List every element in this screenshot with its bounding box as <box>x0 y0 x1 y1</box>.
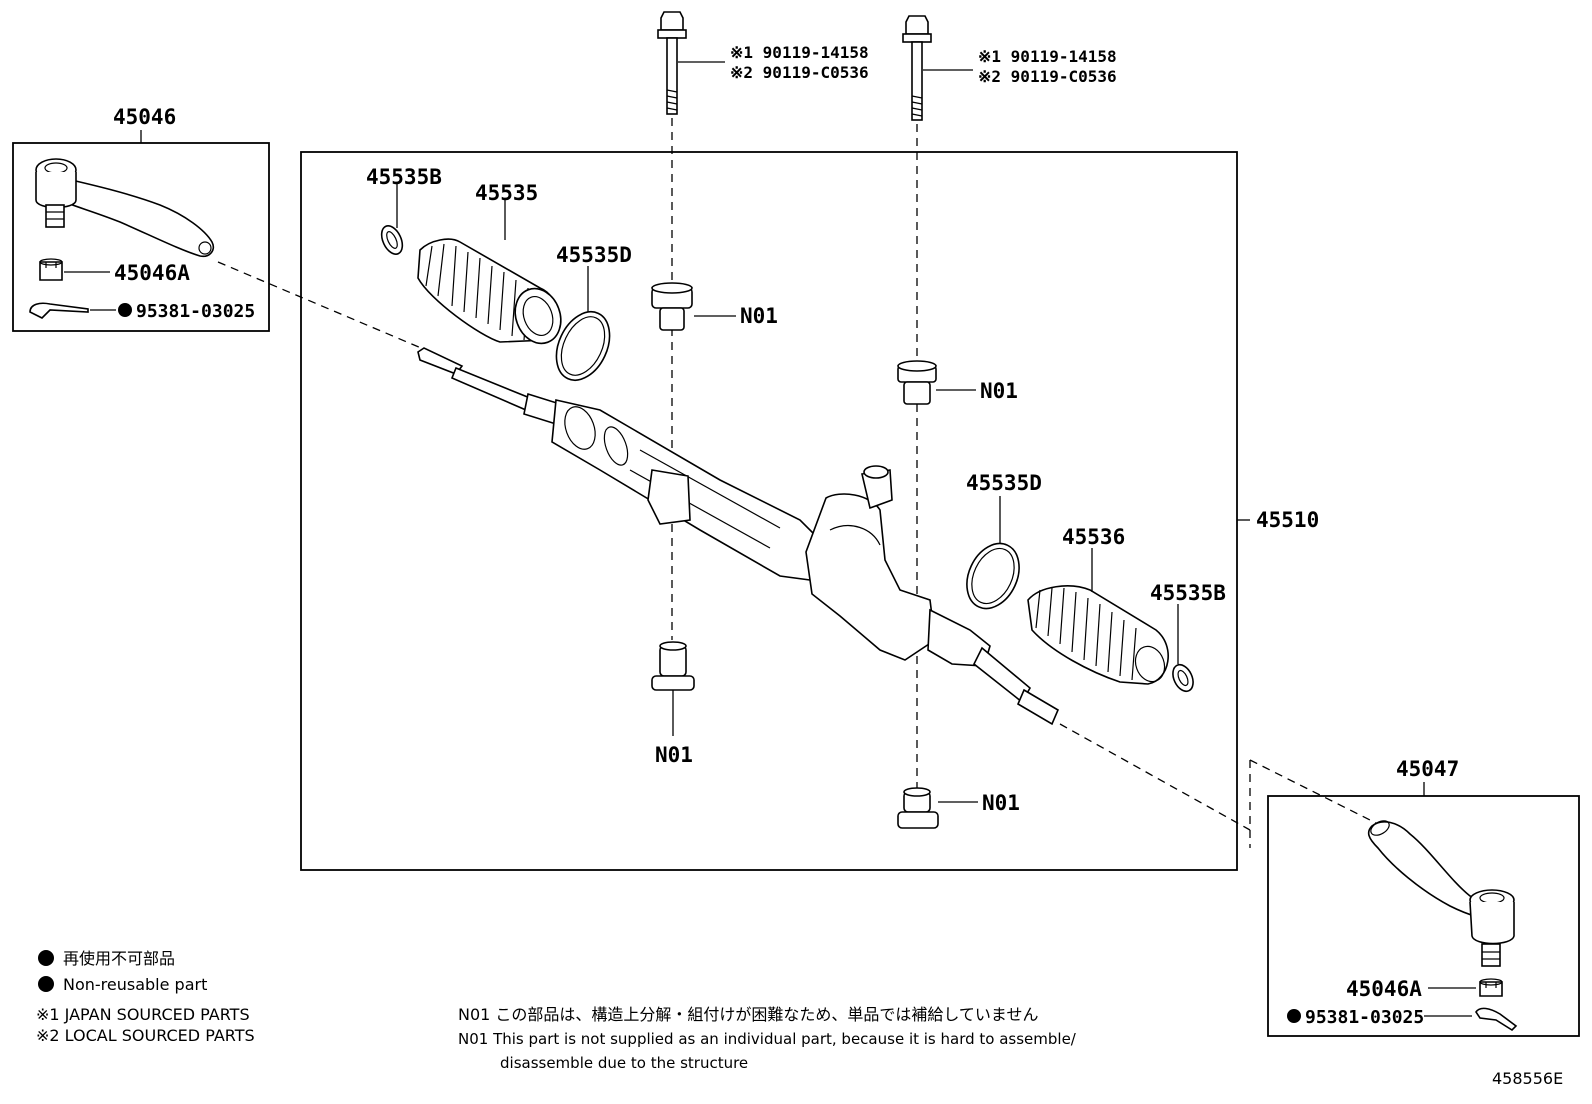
label-tie-rod-end-right: 45047 <box>1396 757 1459 781</box>
label-nut-right: 45046A <box>1346 977 1422 1001</box>
bushing-4 <box>897 787 939 829</box>
non-reusable-marker-icon <box>118 303 132 317</box>
legend-sourced-1: ※1 JAPAN SOURCED PARTS <box>36 1005 250 1024</box>
label-nut-left: 45046A <box>114 261 190 285</box>
note-n01-jp: N01 この部品は、構造上分解・組付けが困難なため、単品では補給していません <box>458 1005 1038 1024</box>
note-n01-en-1: N01 This part is not supplied as an indi… <box>458 1030 1077 1048</box>
castle-nut-right <box>1479 978 1503 997</box>
note-n01-en-2: disassemble due to the structure <box>500 1054 748 1072</box>
label-bushing-2: N01 <box>980 379 1018 403</box>
label-rack-assembly: 45510 <box>1256 508 1319 532</box>
label-bolt-right-1: ※1 90119-14158 <box>978 47 1117 66</box>
label-boot-right: 45536 <box>1062 525 1125 549</box>
label-boot-band-right: 45535D <box>966 471 1042 495</box>
rack-assembly-frame <box>300 151 1238 871</box>
cotter-pin-left <box>29 302 89 319</box>
legend-non-reusable-jp: 再使用不可部品 <box>63 949 175 968</box>
bushing-1 <box>651 282 693 331</box>
non-reusable-marker-icon <box>38 950 54 966</box>
legend-sourced-2: ※2 LOCAL SOURCED PARTS <box>36 1026 255 1045</box>
label-boot-left: 45535 <box>475 181 538 205</box>
tie-rod-end-right <box>1367 820 1515 967</box>
castle-nut-left <box>39 258 63 281</box>
boot-left <box>417 238 562 345</box>
non-reusable-marker-icon <box>38 976 54 992</box>
label-cotter-pin-left: 95381-03025 <box>136 301 255 322</box>
steering-rack <box>417 347 1060 726</box>
bushing-2 <box>897 360 937 405</box>
label-boot-clip-left: 45535B <box>366 165 442 189</box>
tie-rod-end-left <box>35 158 215 258</box>
bolt-left <box>657 11 687 115</box>
non-reusable-marker-icon <box>1287 1009 1301 1023</box>
cotter-pin-right <box>1475 1007 1518 1032</box>
legend-non-reusable-en: Non-reusable part <box>63 975 207 994</box>
label-cotter-pin-right: 95381-03025 <box>1305 1007 1424 1028</box>
bolt-right <box>902 15 932 121</box>
label-bushing-1: N01 <box>740 304 778 328</box>
label-bushing-4: N01 <box>982 791 1020 815</box>
tie-rod-end-right-frame <box>1267 795 1580 1037</box>
label-boot-band-left: 45535D <box>556 243 632 267</box>
boot-right <box>1027 585 1169 685</box>
label-bushing-3: N01 <box>655 743 693 767</box>
label-tie-rod-end-left: 45046 <box>113 105 176 129</box>
label-bolt-left-2: ※2 90119-C0536 <box>730 63 869 82</box>
label-bolt-left-1: ※1 90119-14158 <box>730 43 869 62</box>
bushing-3 <box>651 641 695 691</box>
label-bolt-right-2: ※2 90119-C0536 <box>978 67 1117 86</box>
figure-id: 458556E <box>1492 1069 1563 1088</box>
boot-band-right <box>966 542 1020 610</box>
boot-clip-left <box>380 225 404 255</box>
boot-clip-right <box>1172 663 1194 693</box>
label-boot-clip-right: 45535B <box>1150 581 1226 605</box>
boot-band-left <box>555 311 611 381</box>
